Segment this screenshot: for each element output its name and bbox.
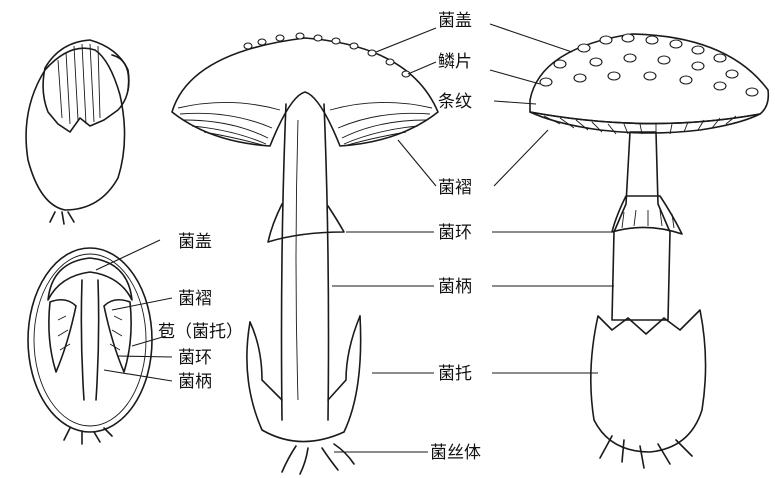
right-mushroom-drawing <box>530 34 768 468</box>
section-label-cap: 菌盖 <box>178 232 212 252</box>
label-gills: 菌褶 <box>438 178 472 198</box>
leader-lines <box>96 24 614 452</box>
section-labels: 菌盖 菌褶 苞（菌托） 菌环 菌柄 <box>158 232 243 392</box>
egg-stage-drawing <box>26 40 129 224</box>
label-stalk: 菌柄 <box>438 277 472 297</box>
label-scales: 鳞片 <box>438 52 472 72</box>
section-label-ring: 菌环 <box>178 348 212 368</box>
section-label-gills: 菌褶 <box>178 289 212 309</box>
center-mushroom-drawing <box>172 33 438 474</box>
section-label-bract: 苞（菌托） <box>158 322 243 342</box>
label-volva: 菌托 <box>438 364 472 384</box>
label-cap: 菌盖 <box>438 11 472 31</box>
section-label-stalk: 菌柄 <box>178 372 212 392</box>
label-mycelium: 菌丝体 <box>430 443 481 463</box>
center-labels: 菌盖 鳞片 条纹 菌褶 菌环 菌柄 菌托 菌丝体 <box>430 11 481 463</box>
label-striations: 条纹 <box>438 92 472 112</box>
label-ring: 菌环 <box>438 223 472 243</box>
